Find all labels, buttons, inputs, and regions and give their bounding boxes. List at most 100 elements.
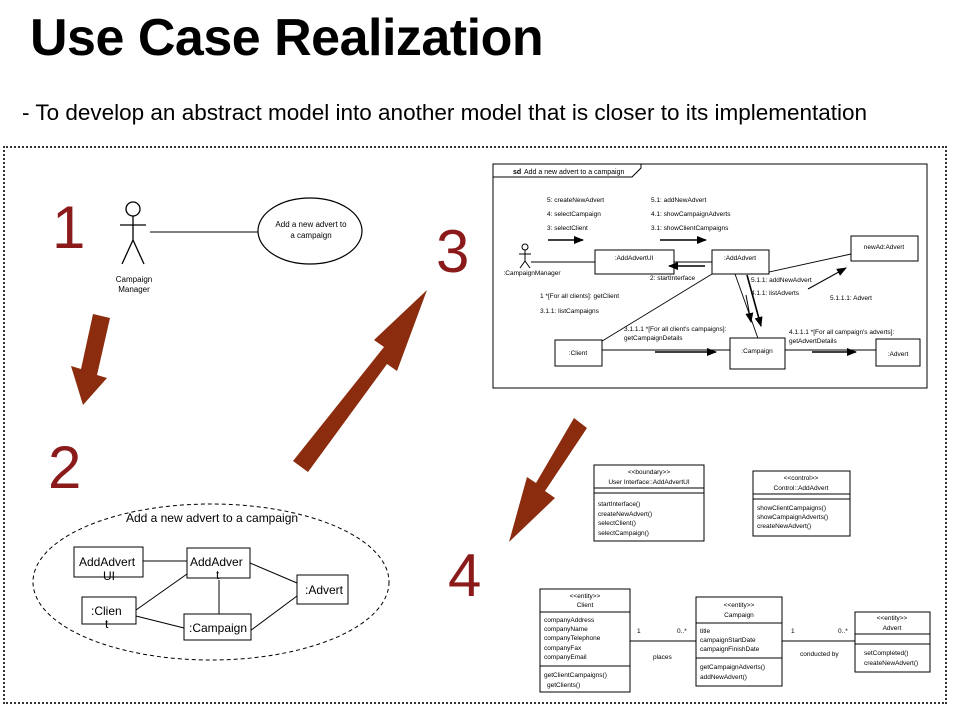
msg-2: 2: startInterface	[650, 275, 696, 282]
assoc1-label: places	[653, 654, 673, 661]
content-frame	[3, 146, 947, 704]
assoc2-mult-1: 1	[791, 628, 795, 635]
msg-3: 3: selectClient	[547, 225, 588, 232]
collaboration-title: Add a new advert to a campaign	[126, 511, 298, 525]
comm-object-ctrl	[711, 249, 770, 275]
class-client-attr-2: companyName	[544, 626, 588, 633]
class-ctrl-op-1: showClientCampaigns()	[757, 505, 826, 512]
class-client-op-1: getClientCampaigns()	[544, 672, 607, 679]
slide-title: Use Case Realization	[30, 9, 544, 67]
collab-box-campaign-label: :Campaign	[189, 621, 247, 635]
comm-actor-label: :CampaignManager	[503, 270, 561, 277]
comm-object-newad-label: newAd:Advert	[864, 244, 905, 251]
class-campaign-attr-1: title	[700, 628, 711, 635]
step-3-number: 3	[436, 218, 470, 285]
usecase-actor-label-1: Campaign	[116, 275, 152, 284]
msg-4-1-1: 4.1.1: listAdverts	[751, 290, 800, 297]
collab-box-ctrl-label-1: AddAdver	[190, 555, 243, 569]
collab-box-advert-label: :Advert	[305, 583, 344, 597]
class-client-attr-5: companyEmail	[544, 654, 587, 661]
msg-3-1-1-1-b: getCampaignDetails	[624, 335, 683, 342]
msg-4: 4: selectCampaign	[547, 211, 601, 218]
comm-object-campaign	[729, 337, 786, 370]
comm-frame-sd: sd	[513, 169, 521, 176]
comm-object-ui-label: :AddAdvertUI	[615, 255, 654, 262]
usecase-actor-label-2: Manager	[118, 285, 150, 294]
class-ui-op-4: selectCampaign()	[598, 530, 649, 537]
msg-3-1-1: 3.1.1: listCampaigns	[540, 308, 600, 315]
step-2-number: 2	[48, 434, 82, 501]
class-advert-op-1: setCompleted()	[864, 650, 908, 657]
progress-arrow-2-to-3	[293, 290, 427, 472]
progress-arrow-1-to-2	[71, 314, 110, 405]
collab-box-client-label-1: :Clien	[91, 604, 122, 618]
class-entity-campaign	[695, 596, 783, 687]
assoc1-mult-1: 1	[637, 628, 641, 635]
msg-3-1-1-1-a: 3.1.1.1 *[For all client's campaigns]:	[624, 326, 727, 333]
class-client-attr-3: companyTelephone	[544, 635, 601, 642]
class-ui-name: User Interface::AddAdvertUI	[608, 479, 689, 486]
class-ctrl-op-3: createNewAdvert()	[757, 523, 811, 530]
collab-box-ctrl-label-2: t	[216, 568, 220, 582]
class-ui-op-2: createNewAdvert()	[598, 511, 652, 518]
usecase-ellipse-label-2: a campaign	[290, 231, 331, 240]
collab-box-ui-label-1: AddAdvert	[79, 555, 136, 569]
class-campaign-stereotype: <<entity>>	[724, 602, 755, 609]
assoc2-label: conducted by	[800, 651, 839, 658]
class-client-attr-1: companyAddress	[544, 617, 595, 624]
collab-box-ui	[73, 546, 144, 578]
class-client-stereotype: <<entity>>	[570, 593, 601, 600]
assoc1-mult-2: 0..*	[677, 628, 687, 635]
class-entity-advert	[854, 611, 931, 673]
class-boundary-ui	[593, 464, 705, 542]
msg-5-1-1: 5.1.1: addNewAdvert	[751, 277, 812, 284]
collaboration-links	[135, 560, 298, 632]
class-ui-stereotype: <<boundary>>	[628, 469, 670, 476]
class-campaign-op-1: getCampaignAdverts()	[700, 664, 765, 671]
msg-4-1-1-1-b: getAdvertDetails	[789, 338, 837, 345]
progress-arrow-3-to-4	[509, 418, 587, 542]
step-1-number: 1	[52, 194, 86, 261]
class-control-addadvert	[752, 470, 851, 537]
class-client-name: Client	[577, 602, 594, 609]
comm-object-newad	[850, 235, 919, 262]
usecase-ellipse	[257, 197, 363, 265]
class-ctrl-stereotype: <<control>>	[784, 475, 819, 482]
collaboration-ellipse	[32, 503, 390, 661]
comm-object-client	[554, 339, 603, 367]
msg-3-1: 3.1: showClientCampaigns	[651, 225, 729, 232]
collab-box-campaign	[183, 613, 252, 641]
class-ui-op-3: selectClient()	[598, 520, 636, 527]
slide-subtitle: - To develop an abstract model into anot…	[22, 100, 868, 125]
comm-actor	[519, 243, 531, 269]
comm-frame-title: Add a new advert to a campaign	[524, 169, 625, 176]
collab-box-client-label-2: t	[105, 617, 109, 631]
class-campaign-attr-2: campaignStartDate	[700, 637, 756, 644]
collab-box-advert	[296, 574, 349, 605]
step-4-number: 4	[448, 542, 482, 609]
comm-object-ctrl-label: :AddAdvert	[724, 255, 756, 262]
class-campaign-name: Campaign	[724, 612, 754, 619]
collab-box-client	[81, 596, 137, 625]
assoc2-mult-2: 0..*	[838, 628, 848, 635]
comm-frame-tab	[493, 164, 642, 178]
collab-box-ui-label-2: UI	[103, 569, 115, 583]
msg-4-1: 4.1: showCampaignAdverts	[651, 211, 731, 218]
class-campaign-attr-3: campaignFinishDate	[700, 646, 760, 653]
collab-box-ctrl	[186, 547, 251, 579]
class-client-attr-4: companyFax	[544, 645, 582, 652]
class-ctrl-op-2: showCampaignAdverts()	[757, 514, 828, 521]
class-advert-op-2: createNewAdvert()	[864, 660, 918, 667]
msg-5: 5: createNewAdvert	[547, 197, 604, 204]
usecase-ellipse-label-1: Add a new advert to	[275, 220, 347, 229]
class-ui-op-1: startInterface()	[598, 501, 640, 508]
comm-object-client-label: :Client	[569, 350, 588, 357]
msg-5-1: 5.1: addNewAdvert	[651, 197, 706, 204]
class-client-op-2: getClients()	[547, 682, 580, 689]
comm-object-advert	[875, 338, 921, 367]
comm-object-advert-label: :Advert	[888, 351, 909, 358]
class-advert-name: Advert	[883, 625, 902, 632]
class-ctrl-name: Control::AddAdvert	[774, 485, 829, 492]
comm-object-campaign-label: :Campaign	[741, 348, 773, 355]
